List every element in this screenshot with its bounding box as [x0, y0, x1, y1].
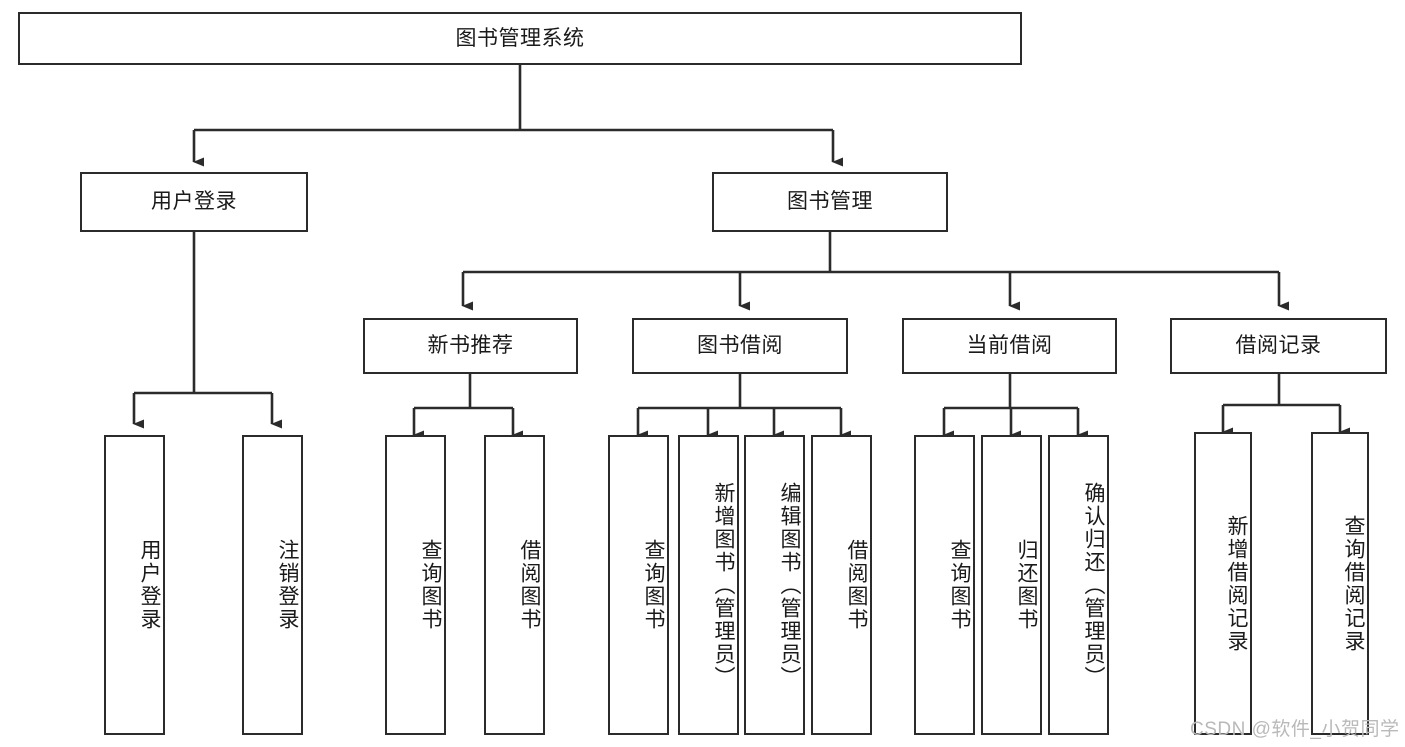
- node-label: 用户登录: [151, 190, 237, 214]
- node-label: 当前借阅: [966, 334, 1053, 358]
- node-label: 查询图书: [642, 539, 665, 631]
- leaf-new-book-query-book[interactable]: 查询图书: [385, 435, 446, 735]
- node-label: 用户登录: [138, 539, 161, 631]
- leaf-borrow-record-query-record[interactable]: 查询借阅记录: [1311, 432, 1369, 735]
- node-label: 查询图书: [419, 539, 442, 631]
- leaf-user-login-login[interactable]: 用户登录: [104, 435, 165, 735]
- leaf-book-borrow-borrow-book[interactable]: 借阅图书: [811, 435, 872, 735]
- leaf-current-borrow-query-book[interactable]: 查询图书: [914, 435, 975, 735]
- node-label: 注销登录: [276, 539, 299, 631]
- node-label: 编辑图书（管理员）: [778, 481, 801, 689]
- node-label: 借阅图书: [518, 539, 541, 631]
- leaf-book-borrow-query-book[interactable]: 查询图书: [608, 435, 669, 735]
- node-label: 新增图书（管理员）: [712, 481, 735, 689]
- node-borrow-record[interactable]: 借阅记录: [1170, 318, 1387, 374]
- node-label: 新增借阅记录: [1225, 514, 1248, 653]
- csdn-watermark: CSDN @软件_小贺同学: [1190, 719, 1400, 740]
- node-label: 查询图书: [948, 539, 971, 631]
- leaf-new-book-borrow-book[interactable]: 借阅图书: [484, 435, 545, 735]
- node-label: 图书借阅: [697, 334, 783, 358]
- node-label: 借阅记录: [1235, 334, 1322, 358]
- leaf-user-login-logout[interactable]: 注销登录: [242, 435, 303, 735]
- leaf-book-borrow-add-book-admin[interactable]: 新增图书（管理员）: [678, 435, 739, 735]
- node-label: 图书管理系统: [455, 26, 585, 50]
- leaf-current-borrow-return-book[interactable]: 归还图书: [981, 435, 1042, 735]
- node-current-borrow[interactable]: 当前借阅: [902, 318, 1117, 374]
- node-label: 新书推荐: [427, 334, 514, 358]
- node-label: 确认归还（管理员）: [1082, 481, 1105, 689]
- leaf-current-borrow-confirm-return-admin[interactable]: 确认归还（管理员）: [1048, 435, 1109, 735]
- node-book-management[interactable]: 图书管理: [712, 172, 948, 232]
- leaf-borrow-record-add-record[interactable]: 新增借阅记录: [1194, 432, 1252, 735]
- node-label: 查询借阅记录: [1342, 514, 1365, 653]
- node-label: 图书管理: [787, 190, 873, 214]
- node-label: 归还图书: [1015, 539, 1038, 631]
- node-new-book-recommend[interactable]: 新书推荐: [363, 318, 578, 374]
- node-book-borrow[interactable]: 图书借阅: [632, 318, 848, 374]
- node-label: 借阅图书: [845, 539, 868, 631]
- leaf-book-borrow-edit-book-admin[interactable]: 编辑图书（管理员）: [744, 435, 805, 735]
- node-root-library-management-system[interactable]: 图书管理系统: [18, 12, 1022, 65]
- node-user-login[interactable]: 用户登录: [80, 172, 308, 232]
